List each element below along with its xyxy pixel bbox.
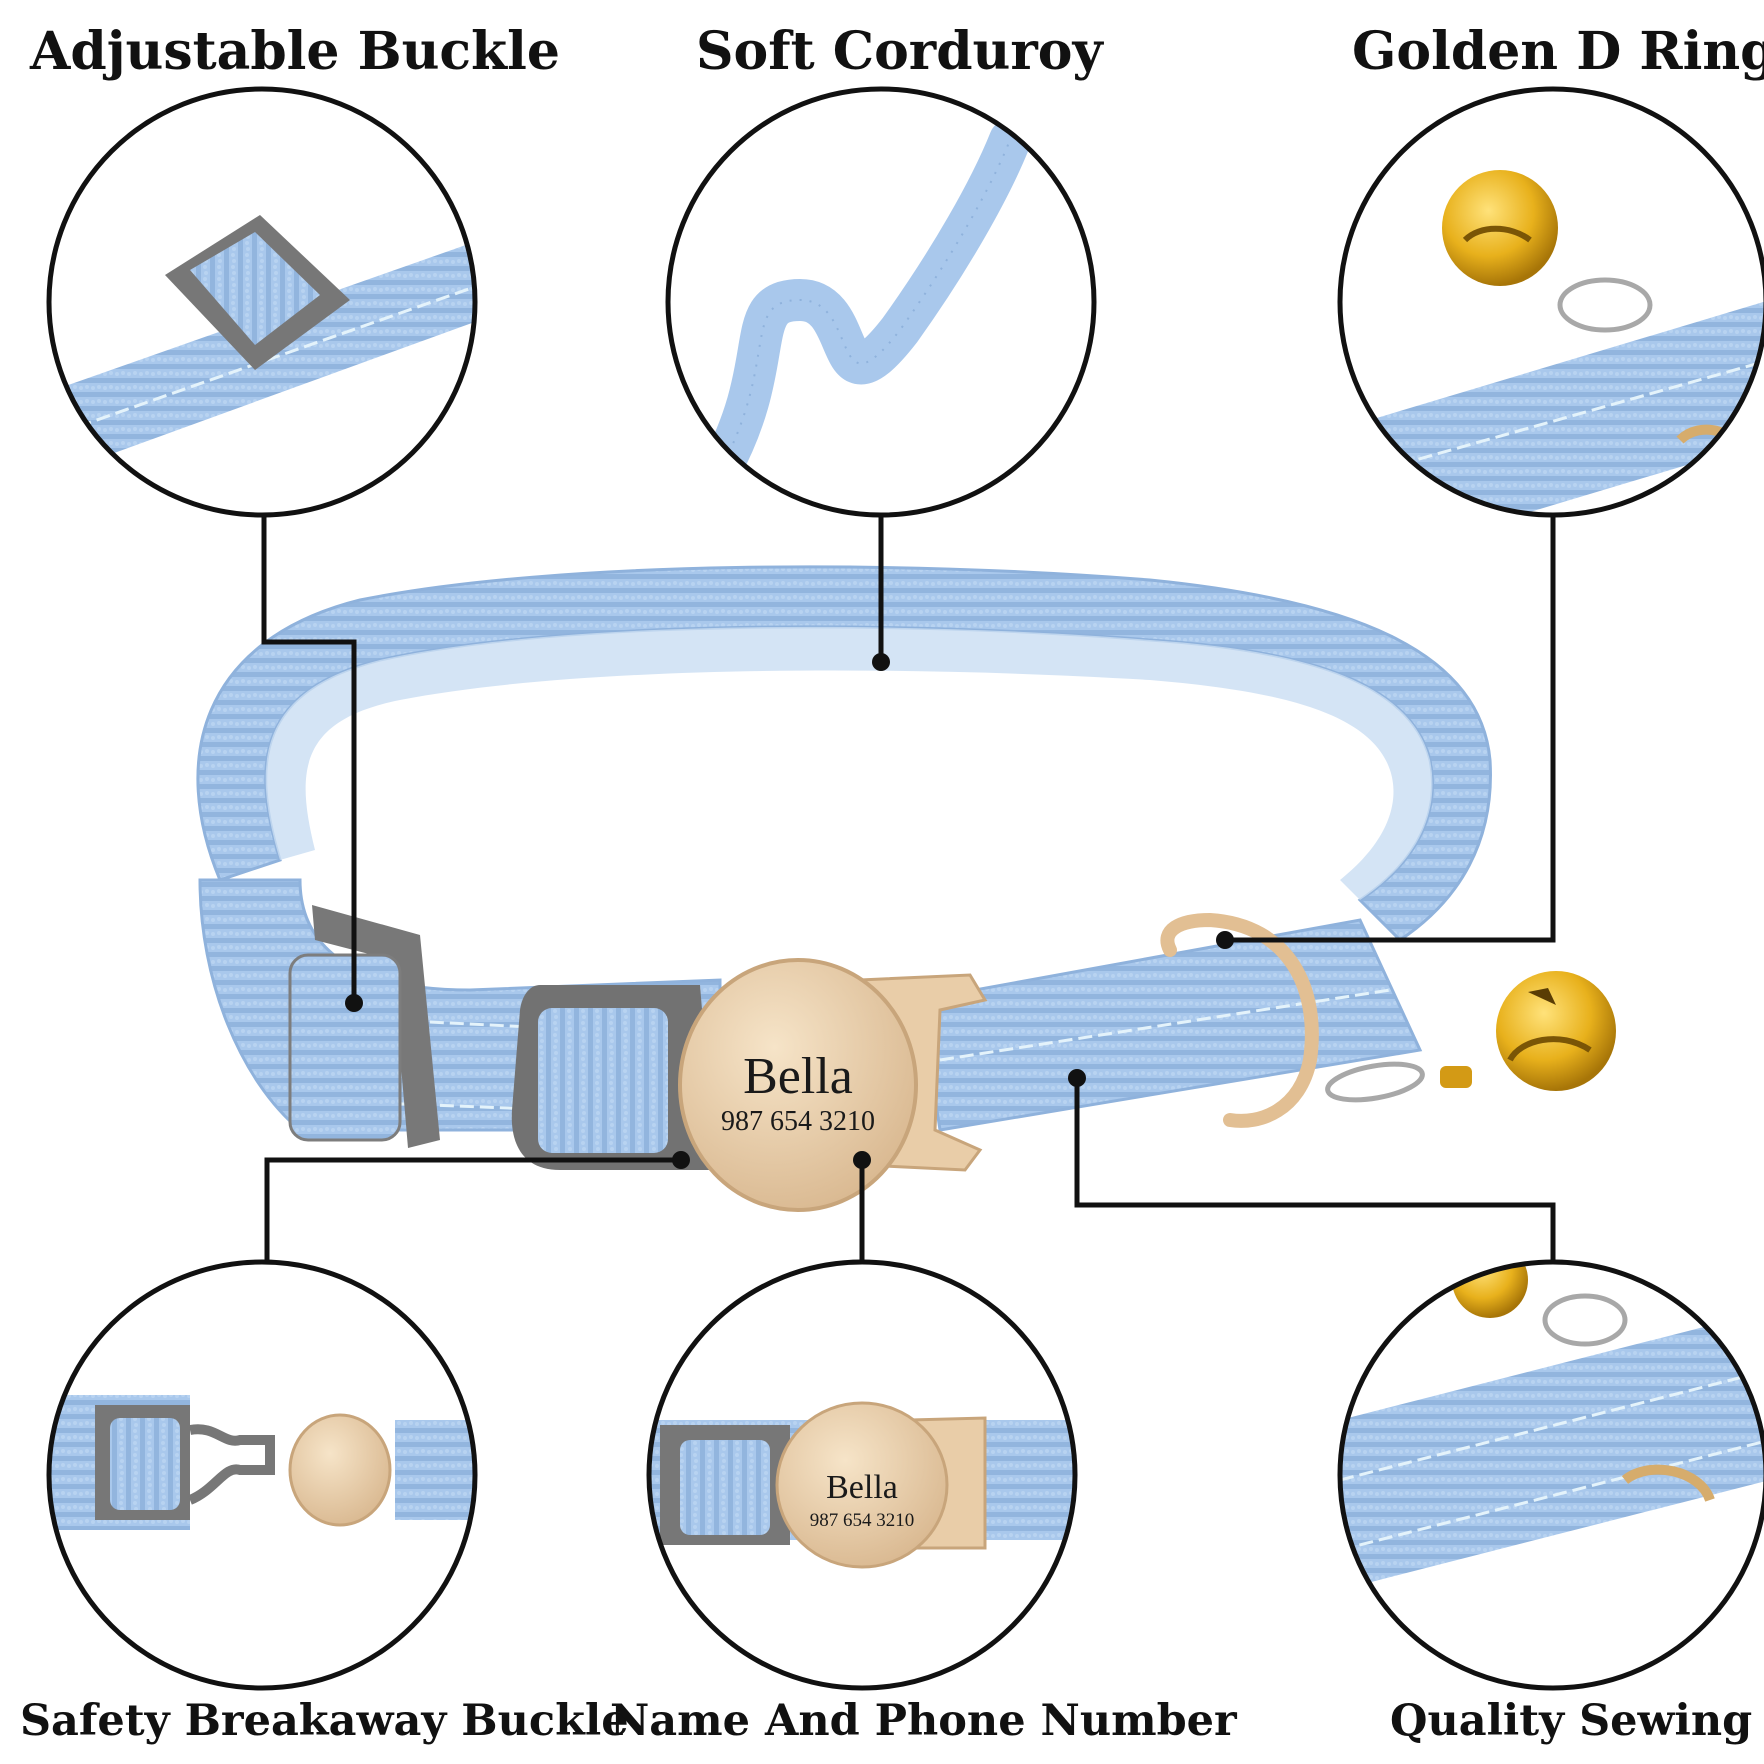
main-id-tag: Bella 987 654 3210 [678, 958, 918, 1212]
label-safety-breakaway-buckle: Safety Breakaway Buckle [20, 1696, 629, 1746]
main-tag-name: Bella [743, 1048, 853, 1105]
callout-line-golden-d-ring [1225, 515, 1556, 943]
callout-dot-safety-breakaway-buckle [672, 1151, 690, 1169]
callout-line-safety-breakaway-buckle [264, 1157, 681, 1262]
detail-circle-name-and-phone: Bella 987 654 3210 [646, 1259, 1078, 1691]
main-adjustable-slider [288, 905, 440, 1148]
callout-lines [261, 515, 1556, 1262]
main-collar: Bella 987 654 3210 [196, 565, 1616, 1212]
detail-circle-adjustable-buckle [46, 86, 478, 518]
label-golden-d-ring: Golden D Ring [1352, 21, 1764, 82]
main-d-ring [1160, 912, 1319, 1128]
detail-tag-phone: 987 654 3210 [810, 1510, 915, 1531]
main-bell [1325, 971, 1616, 1103]
detail-circle-quality-sewing [1337, 1259, 1764, 1691]
callout-dot-soft-corduroy [872, 653, 890, 671]
main-breakaway-buckle [511, 985, 715, 1170]
detail-tag-name: Bella [826, 1469, 898, 1506]
detail-circle-safety-breakaway-buckle [46, 1259, 478, 1691]
callout-dot-name-and-phone [853, 1151, 871, 1169]
label-soft-corduroy: Soft Corduroy [696, 21, 1103, 82]
detail-circle-soft-corduroy [665, 86, 1097, 518]
callout-line-adjustable-buckle [261, 515, 357, 1003]
callout-dot-adjustable-buckle [345, 994, 363, 1012]
callout-dots [345, 653, 1234, 1169]
detail-circle-golden-d-ring [1337, 86, 1764, 518]
label-quality-sewing: Quality Sewing [1390, 1696, 1753, 1746]
callout-dot-quality-sewing [1068, 1069, 1086, 1087]
callout-line-quality-sewing [1074, 1078, 1556, 1262]
label-name-and-phone-number: Name And Phone Number [610, 1696, 1237, 1746]
callout-dot-golden-d-ring [1216, 931, 1234, 949]
main-tag-phone: 987 654 3210 [721, 1106, 875, 1137]
label-adjustable-buckle: Adjustable Buckle [30, 21, 560, 82]
